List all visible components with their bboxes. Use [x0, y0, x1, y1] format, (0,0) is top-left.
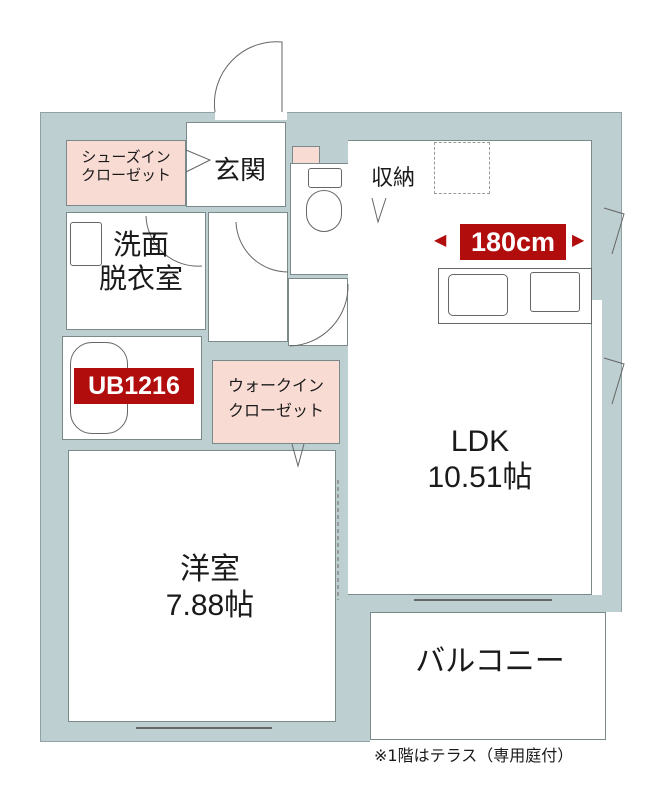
- washroom-label-1: 洗面: [112, 228, 169, 261]
- dimension-arrow-left: ◀: [434, 230, 447, 249]
- washroom: [66, 212, 206, 330]
- hallway-lower: [288, 278, 348, 346]
- kitchen-width-badge: 180cm: [460, 224, 566, 260]
- western-room-area: 7.88帖: [165, 589, 255, 622]
- toilet-tank: [308, 168, 342, 188]
- ldk-right: [592, 300, 602, 595]
- exterior-space-top: [215, 100, 287, 120]
- walk-in-closet-label-1: ウォークイン: [227, 376, 324, 395]
- western-room: [68, 450, 336, 722]
- shoe-closet-label-2: クローゼット: [80, 166, 171, 184]
- fridge-space: [434, 142, 490, 194]
- bathroom-unit-badge: UB1216: [74, 368, 194, 404]
- sink: [448, 274, 508, 316]
- shoe-closet-label: シューズイン クローゼット: [66, 148, 186, 184]
- walk-in-closet-label: ウォークイン クローゼット: [212, 374, 340, 424]
- western-room-name: 洋室: [180, 553, 240, 586]
- terrace-note: ※1階はテラス（専用庭付）: [374, 746, 574, 765]
- hallway: [208, 212, 288, 342]
- washroom-label-2: 脱衣室: [98, 261, 183, 295]
- toilet-bowl: [306, 190, 342, 232]
- shoe-closet: [66, 140, 186, 206]
- shoe-closet-label-1: シューズイン: [81, 148, 171, 166]
- balcony-label: バルコニー: [415, 644, 565, 679]
- washbasin: [70, 222, 102, 266]
- entrance: [186, 122, 286, 207]
- ldk-label: LDK 10.51帖: [400, 424, 560, 496]
- stove: [530, 272, 580, 312]
- walk-in-closet: [212, 360, 340, 444]
- dimension-arrow-right: ▶: [572, 230, 585, 249]
- ldk: [348, 140, 592, 595]
- western-room-label: 洋室 7.88帖: [130, 552, 290, 624]
- entrance-label: 玄関: [213, 156, 266, 186]
- ldk-area: 10.51帖: [427, 461, 533, 494]
- storage-label: 収納: [370, 166, 415, 191]
- balcony: [370, 612, 606, 740]
- walk-in-closet-label-2: クローゼット: [227, 400, 324, 420]
- toilet-shelf: [292, 146, 320, 164]
- washroom-label: 洗面 脱衣室: [86, 228, 196, 295]
- ldk-name: LDK: [450, 425, 510, 458]
